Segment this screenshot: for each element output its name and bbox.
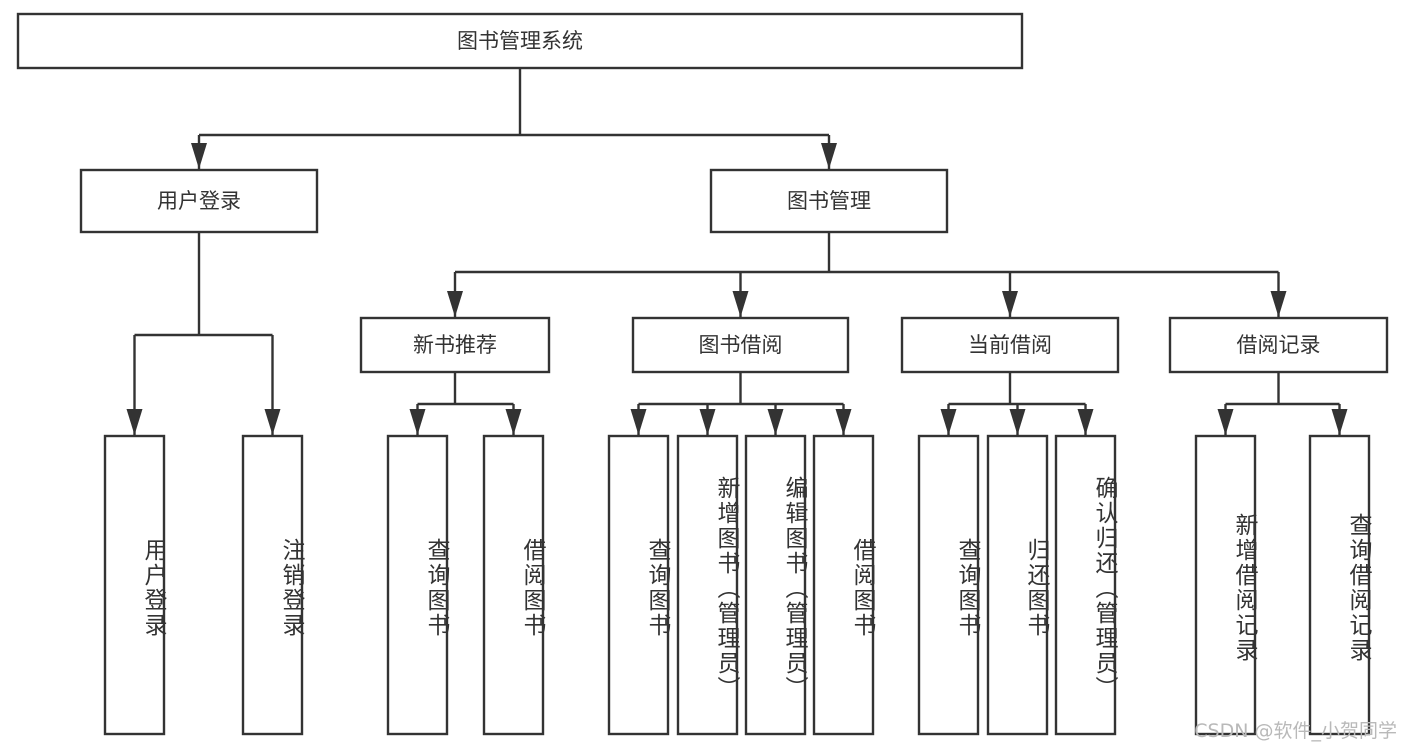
arrow-head-icon — [821, 143, 837, 169]
arrow-head-icon — [940, 409, 957, 435]
node-leaf-6[interactable] — [744, 434, 807, 736]
arrow-head-icon — [1270, 291, 1287, 317]
node-level3-label-0: 新书推荐 — [413, 333, 497, 357]
node-leaf-2[interactable] — [386, 434, 449, 736]
node-level2-label-0: 用户登录 — [157, 189, 241, 213]
arrow-head-icon — [264, 409, 281, 435]
arrow-head-icon — [1331, 409, 1348, 435]
node-level2-1[interactable] — [709, 168, 949, 234]
arrow-head-icon — [699, 409, 716, 435]
arrow-head-icon — [126, 409, 143, 435]
node-leaf-0[interactable] — [103, 434, 166, 736]
arrow-head-icon — [1077, 409, 1094, 435]
arrow-head-icon — [835, 409, 852, 435]
node-root-label: 图书管理系统 — [457, 29, 583, 53]
node-level3-1[interactable] — [631, 316, 850, 374]
node-leaf-7[interactable] — [812, 434, 875, 736]
arrow-head-icon — [732, 291, 749, 317]
node-level3-label-3: 借阅记录 — [1237, 333, 1321, 357]
node-level2-0[interactable] — [79, 168, 319, 234]
node-level3-0[interactable] — [359, 316, 551, 374]
arrow-head-icon — [505, 409, 522, 435]
arrow-head-icon — [1002, 291, 1018, 317]
arrow-head-icon — [630, 409, 647, 435]
node-leaf-4[interactable] — [607, 434, 670, 736]
node-root[interactable] — [16, 12, 1024, 70]
node-leaf-9[interactable] — [986, 434, 1049, 736]
arrow-head-icon — [447, 291, 463, 317]
node-level3-label-1: 图书借阅 — [699, 333, 783, 357]
arrow-head-icon — [1217, 409, 1234, 435]
node-level3-label-2: 当前借阅 — [968, 333, 1052, 357]
node-level3-2[interactable] — [900, 316, 1120, 374]
arrow-head-icon — [409, 409, 426, 435]
node-leaf-1[interactable] — [241, 434, 304, 736]
arrow-head-icon — [1009, 409, 1026, 435]
node-leaf-10[interactable] — [1054, 434, 1117, 736]
node-leaf-12[interactable] — [1308, 434, 1371, 736]
arrow-head-icon — [767, 409, 784, 435]
node-leaf-3[interactable] — [482, 434, 545, 736]
node-level3-3[interactable] — [1168, 316, 1389, 374]
node-level2-label-1: 图书管理 — [787, 189, 871, 213]
box-layer — [16, 12, 1389, 736]
node-leaf-8[interactable] — [917, 434, 980, 736]
connector-layer — [126, 68, 1348, 435]
node-leaf-5[interactable] — [676, 434, 739, 736]
arrow-head-icon — [191, 143, 207, 169]
watermark-text: CSDN @软件_小贺同学 — [1194, 720, 1397, 742]
node-leaf-11[interactable] — [1194, 434, 1257, 736]
